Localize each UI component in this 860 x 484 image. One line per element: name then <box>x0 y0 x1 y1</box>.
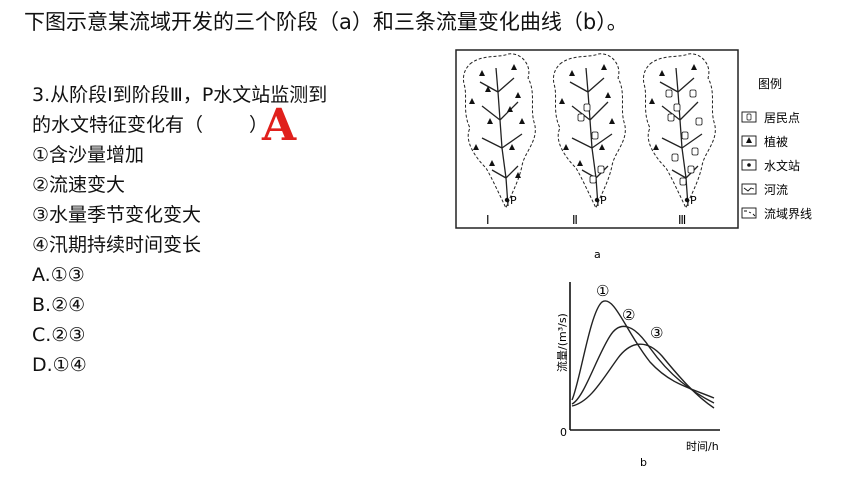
legend-item-vegetation: 植被 <box>764 134 788 149</box>
svg-text:P: P <box>690 194 697 207</box>
curve-1-label: ① <box>596 282 609 300</box>
curve-2-label: ② <box>622 306 635 324</box>
basin-stage-2: P Ⅱ <box>553 53 626 227</box>
option-a: A.①③ <box>32 264 85 286</box>
statement-2: ②流速变大 <box>32 174 126 196</box>
stage-3-label: Ⅲ <box>678 213 686 227</box>
question-stem-line2: 的水文特征变化有（） <box>32 114 269 136</box>
option-b: B.②④ <box>32 294 86 316</box>
statement-4: ④汛期持续时间变长 <box>32 234 202 256</box>
question-stem-line1: 3.从阶段Ⅰ到阶段Ⅲ，P水文站监测到 <box>32 84 328 106</box>
legend-item-settlement: 居民点 <box>764 111 800 125</box>
settlement-icon <box>741 111 757 123</box>
statement-1: ①含沙量增加 <box>32 144 145 166</box>
curve-3-label: ③ <box>650 324 663 342</box>
y-axis-label: 流量/(m³/s) <box>555 313 569 372</box>
curve-2 <box>571 325 715 405</box>
stage-2-label: Ⅱ <box>572 213 578 227</box>
figure-a-basin-stages: P Ⅰ P Ⅱ P <box>455 49 812 261</box>
basin-stage-3: P Ⅲ <box>643 53 716 227</box>
svg-text:P: P <box>600 194 607 207</box>
curve-3 <box>571 343 715 409</box>
figure-a-caption: a <box>594 248 601 261</box>
figure-a-frame <box>455 49 739 229</box>
stage-1-label: Ⅰ <box>486 213 490 227</box>
legend-item-river: 河流 <box>764 183 788 197</box>
statement-3: ③水量季节变化变大 <box>32 204 202 226</box>
river-icon <box>741 183 757 195</box>
legend: 图例 居民点 植被 水文站 河流 流域界线 <box>741 77 812 221</box>
header-text: 下图示意某流域开发的三个阶段（a）和三条流量变化曲线（b）。 <box>24 10 628 34</box>
figure-b-caption: b <box>640 456 647 469</box>
x-axis-label: 时间/h <box>686 440 719 453</box>
figure-b-hydrograph: 0 流量/(m³/s) 时间/h b ① ② ③ <box>555 282 720 469</box>
legend-item-station: 水文站 <box>764 158 800 173</box>
option-c: C.②③ <box>32 324 86 346</box>
handwritten-answer: A <box>262 100 297 151</box>
legend-item-boundary: 流域界线 <box>764 207 812 221</box>
origin-label: 0 <box>560 426 567 439</box>
curve-1 <box>571 300 715 401</box>
basin-stage-1: P Ⅰ <box>463 53 536 227</box>
svg-text:P: P <box>510 194 517 207</box>
option-d: D.①④ <box>32 354 87 376</box>
question-block: 3.从阶段Ⅰ到阶段Ⅲ，P水文站监测到 的水文特征变化有（） ①含沙量增加 ②流速… <box>32 80 327 380</box>
legend-title: 图例 <box>758 77 782 91</box>
boundary-icon <box>741 207 757 219</box>
